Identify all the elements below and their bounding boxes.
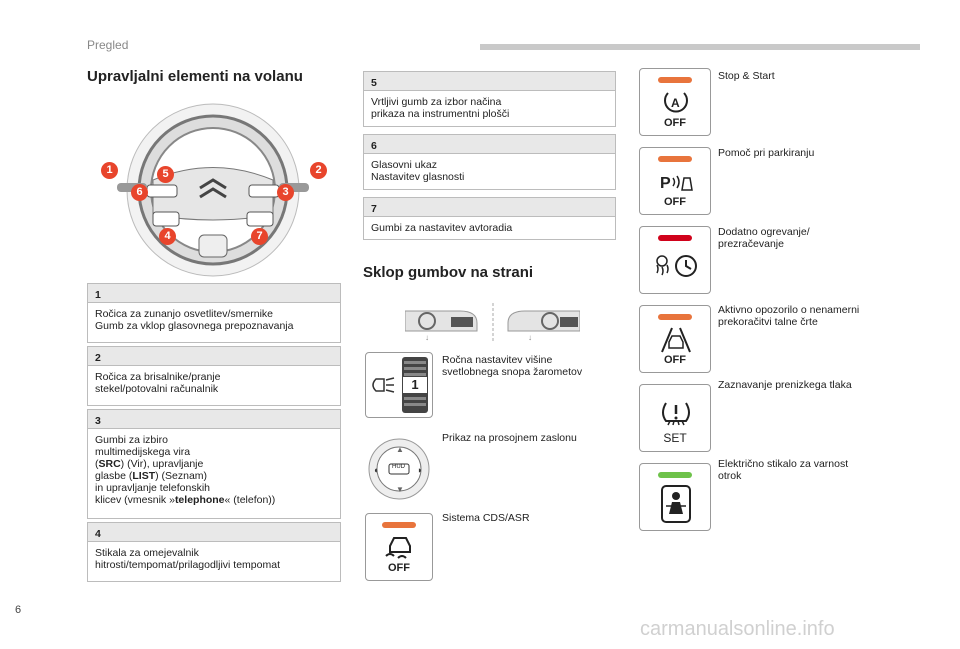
legend-box-4: 4 Stikala za omejevalnik hitrosti/tempom… <box>87 522 341 582</box>
off-label: OFF <box>664 354 686 366</box>
legend-text-part: ) (Vir), upravljanje glasbe ( <box>95 458 204 482</box>
stop-start-caption: Stop & Start <box>718 70 775 82</box>
legend-text: Ročica za brisalnike/pranje stekel/potov… <box>95 371 221 395</box>
callout-3: 3 <box>277 184 294 201</box>
svg-text:A: A <box>671 96 680 110</box>
cds-asr-caption: Sistema CDS/ASR <box>442 512 530 524</box>
src-label: SRC <box>98 458 121 470</box>
head-up-display-icon[interactable]: ◖ ◗ ▲ ▼ <box>365 436 433 502</box>
tyre-pressure-caption: Zaznavanje prenizkega tlaka <box>718 379 852 391</box>
legend-number: 1 <box>88 284 340 303</box>
off-label: OFF <box>664 117 686 129</box>
child-lock-button[interactable] <box>639 463 711 531</box>
tyre-pressure-icon <box>662 402 690 426</box>
status-led <box>382 522 416 528</box>
legend-text: Gumbi za izbiro multimedijskega vira (SR… <box>88 429 340 511</box>
callout-4: 4 <box>159 228 176 245</box>
legend-text: Glasovni ukaz Nastavitev glasnosti <box>371 159 465 183</box>
legend-text: Gumbi za nastavitev avtoradia <box>371 222 513 234</box>
svg-text:P: P <box>660 175 671 192</box>
svg-text:↓: ↓ <box>425 333 429 341</box>
lane-departure-icon <box>661 327 691 353</box>
legend-box-3: 3 Gumbi za izbiro multimedijskega vira (… <box>87 409 341 519</box>
status-led <box>658 156 692 162</box>
legend-text-part: ) (Seznam) in upravljanje telefonskih kl… <box>95 470 210 506</box>
auxiliary-heating-button[interactable] <box>639 226 711 294</box>
svg-text:◖: ◖ <box>373 465 378 475</box>
stop-start-icon: A <box>664 92 688 113</box>
status-led <box>658 77 692 83</box>
legend-number: 2 <box>88 347 340 366</box>
dashboard-side-diagram: ↓ ↓ <box>405 303 580 341</box>
auxiliary-heating-caption: Dodatno ogrevanje/ prezračevanje <box>718 226 810 250</box>
callout-7: 7 <box>251 228 268 245</box>
legend-number: 3 <box>88 410 340 429</box>
legend-text-part: Gumbi za izbiro multimedijskega vira ( <box>95 434 191 470</box>
auxiliary-heating-icon <box>656 255 697 277</box>
list-label: LIST <box>132 470 156 482</box>
telephone-label: telephone <box>174 494 225 506</box>
status-led <box>658 235 692 241</box>
legend-text: Stikala za omejevalnik hitrosti/tempomat… <box>95 547 280 571</box>
legend-box-1: 1 Ročica za zunanjo osvetlitev/smernike … <box>87 283 341 343</box>
child-lock-caption: Električno stikalo za varnost otrok <box>718 458 849 482</box>
section-header: Pregled <box>87 38 129 52</box>
legend-text: Vrtljivi gumb za izbor načina prikaza na… <box>371 96 510 120</box>
legend-text-part: « (telefon)) <box>224 494 276 506</box>
legend-box-6: 6 Glasovni ukaz Nastavitev glasnosti <box>363 134 616 190</box>
legend-box-7: 7 Gumbi za nastavitev avtoradia <box>363 197 616 240</box>
lane-departure-button[interactable]: OFF <box>639 305 711 373</box>
park-assist-button[interactable]: P OFF <box>639 147 711 215</box>
header-bar <box>480 44 920 50</box>
callout-5: 5 <box>157 166 174 183</box>
stop-start-button[interactable]: A OFF <box>639 68 711 136</box>
hud-label: HUD <box>392 464 405 470</box>
park-assist-caption: Pomoč pri parkiranju <box>718 147 815 159</box>
callouts-layer: 1 2 3 4 5 6 7 <box>95 100 335 280</box>
side-buttons-title: Sklop gumbov na strani <box>363 264 534 281</box>
hud-caption: Prikaz na prosojnem zaslonu <box>442 432 577 444</box>
headlamp-level-control[interactable]: 1 <box>365 352 433 418</box>
legend-number: 6 <box>364 135 615 154</box>
lane-departure-caption: Aktivno opozorilo o nenamerni prekoračit… <box>718 304 860 328</box>
set-label: SET <box>663 431 687 445</box>
child-lock-icon <box>661 485 691 523</box>
callout-2: 2 <box>310 162 327 179</box>
status-led <box>658 472 692 478</box>
svg-text:◗: ◗ <box>417 465 422 475</box>
traction-control-off-icon <box>385 537 411 559</box>
legend-text: Ročica za zunanjo osvetlitev/smernike Gu… <box>95 308 294 332</box>
legend-number: 7 <box>364 198 615 217</box>
legend-number: 5 <box>364 72 615 91</box>
headlamp-level-value: 1 <box>403 377 427 393</box>
callout-6: 6 <box>131 184 148 201</box>
traction-control-button[interactable]: OFF <box>365 513 433 581</box>
park-assist-icon: P <box>660 175 693 192</box>
svg-text:▲: ▲ <box>396 445 404 454</box>
svg-text:↓: ↓ <box>528 333 532 341</box>
off-label: OFF <box>388 562 410 574</box>
legend-number: 4 <box>88 523 340 542</box>
headlamp-caption: Ročna nastavitev višine svetlobnega snop… <box>442 354 583 378</box>
off-label: OFF <box>664 196 686 208</box>
svg-text:▼: ▼ <box>396 485 404 494</box>
tyre-pressure-button[interactable]: SET <box>639 384 711 452</box>
page-number: 6 <box>15 604 22 616</box>
legend-box-5: 5 Vrtljivi gumb za izbor načina prikaza … <box>363 71 616 127</box>
status-led <box>658 314 692 320</box>
callout-1: 1 <box>101 162 118 179</box>
legend-box-2: 2 Ročica za brisalnike/pranje stekel/pot… <box>87 346 341 406</box>
watermark: carmanualsonline.info <box>640 618 835 640</box>
steering-controls-title: Upravljalni elementi na volanu <box>87 68 303 85</box>
